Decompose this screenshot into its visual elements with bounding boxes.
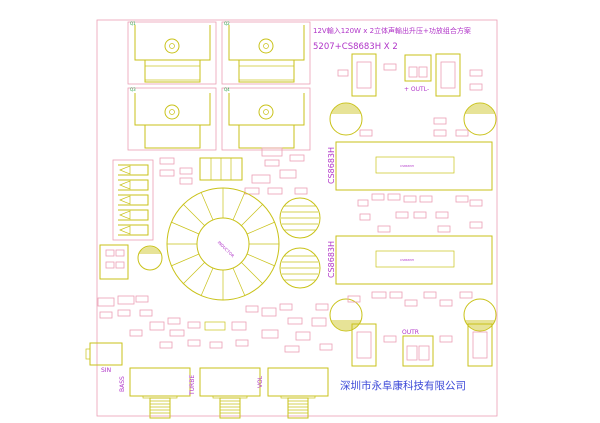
svg-text:VOL: VOL: [257, 375, 264, 388]
svg-text:Q1: Q1: [130, 21, 136, 26]
svg-text:+ OUTL-: + OUTL-: [404, 86, 429, 93]
svg-text:SIN: SIN: [101, 367, 111, 374]
svg-text:CS8683H: CS8683H: [327, 147, 336, 184]
pot-bass: BASS: [119, 367, 191, 419]
mosfet-q4: Q4: [221, 87, 311, 151]
audio-input-jack: SIN: [85, 342, 123, 374]
amplifier-ic-bottom: CS8683H CS8683H: [327, 235, 493, 285]
svg-text:Q2: Q2: [224, 21, 230, 26]
mosfet-q1: Q1: [127, 21, 217, 85]
amplifier-ic-top: CS8683H CS8683H: [327, 141, 493, 191]
cap-right-bottom-left: [329, 298, 363, 332]
pot-turbe: TURBE: [189, 367, 261, 419]
cap-1000uf-lower: [279, 247, 321, 289]
cap-right-top-right: [463, 102, 497, 136]
company-name: 深圳市永阜康科技有限公司: [340, 379, 466, 392]
cap-right-bottom-right: [463, 298, 497, 332]
svg-text:TURBE: TURBE: [189, 375, 196, 396]
pot-vol: VOL: [257, 367, 329, 419]
small-components-upper: [159, 147, 308, 195]
svg-text:Q3: Q3: [130, 87, 136, 92]
svg-text:BASS: BASS: [119, 376, 126, 392]
small-components-right-middle: [347, 117, 483, 307]
mosfet-q2: Q2: [221, 21, 311, 85]
toroid-inductor: INDUCTOR: [166, 187, 280, 301]
svg-text:INDUCTOR: INDUCTOR: [217, 240, 236, 259]
board-outline: [96, 19, 498, 417]
svg-text:CS8683H: CS8683H: [400, 164, 414, 168]
left-diode-array: [112, 159, 154, 241]
output-left-area: + OUTL-: [337, 53, 483, 97]
svg-text:OUTR: OUTR: [402, 329, 419, 336]
cap-1000uf-upper: [279, 197, 321, 239]
small-components-left-lower: [97, 295, 333, 353]
power-input-connector: [99, 244, 129, 280]
svg-text:Q4: Q4: [224, 87, 230, 92]
title-line-1: 12V輸入120W x 2立体声輸出升压+功放组合方案: [313, 26, 471, 35]
mosfet-q3: Q3: [127, 87, 217, 151]
cap-right-top-left: [329, 102, 363, 136]
title-line-2: 5207+CS8683H X 2: [313, 42, 398, 52]
cap-left-small: [137, 245, 163, 271]
svg-text:CS8683H: CS8683H: [327, 241, 336, 278]
svg-text:CS8683H: CS8683H: [400, 258, 414, 262]
output-right-area: OUTR: [351, 323, 493, 367]
